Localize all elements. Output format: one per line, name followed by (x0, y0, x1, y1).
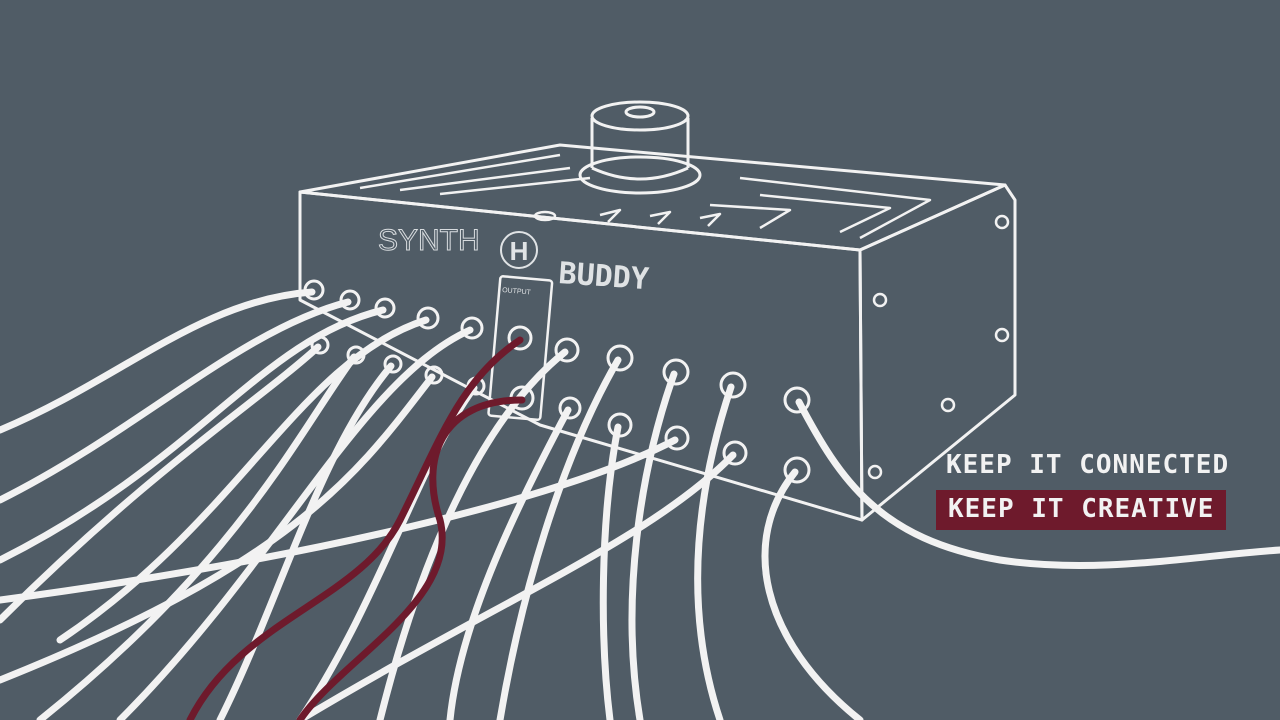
output-panel (487, 275, 554, 422)
knob-icon (578, 100, 702, 195)
box-right-face (858, 183, 1017, 522)
cable-icon (36, 353, 358, 720)
tagline-connected: KEEP IT CONNECTED (946, 450, 1230, 480)
tagline-creative: KEEP IT CREATIVE (936, 490, 1227, 530)
cable-icon (0, 343, 322, 624)
brand-synth: SYNTH (378, 224, 480, 257)
cable-icon (0, 306, 387, 564)
box-front-face (298, 190, 864, 522)
cable-icon (376, 348, 569, 720)
cable-icon (628, 370, 678, 720)
cable-icon (496, 356, 622, 720)
brand-buddy: BUDDY (557, 256, 650, 297)
cable-icon (0, 288, 316, 434)
cable-icon (116, 326, 474, 720)
cable-icon (186, 336, 524, 720)
output-label: OUTPUT (502, 287, 532, 297)
cable-icon (56, 316, 430, 644)
svg-text:H: H (510, 236, 529, 266)
cable-icon (296, 396, 526, 720)
cable-icon (0, 373, 436, 684)
cable-icon (446, 406, 572, 720)
cable-icon (0, 298, 352, 504)
cable-icon (694, 383, 735, 720)
cable-icon (0, 436, 679, 604)
synth-buddy-logo-icon: H (500, 231, 538, 269)
cables (0, 288, 1280, 720)
cable-icon (761, 468, 864, 720)
cable-icon (795, 398, 1280, 569)
cable-icon (216, 362, 395, 720)
cable-icon (296, 451, 737, 720)
